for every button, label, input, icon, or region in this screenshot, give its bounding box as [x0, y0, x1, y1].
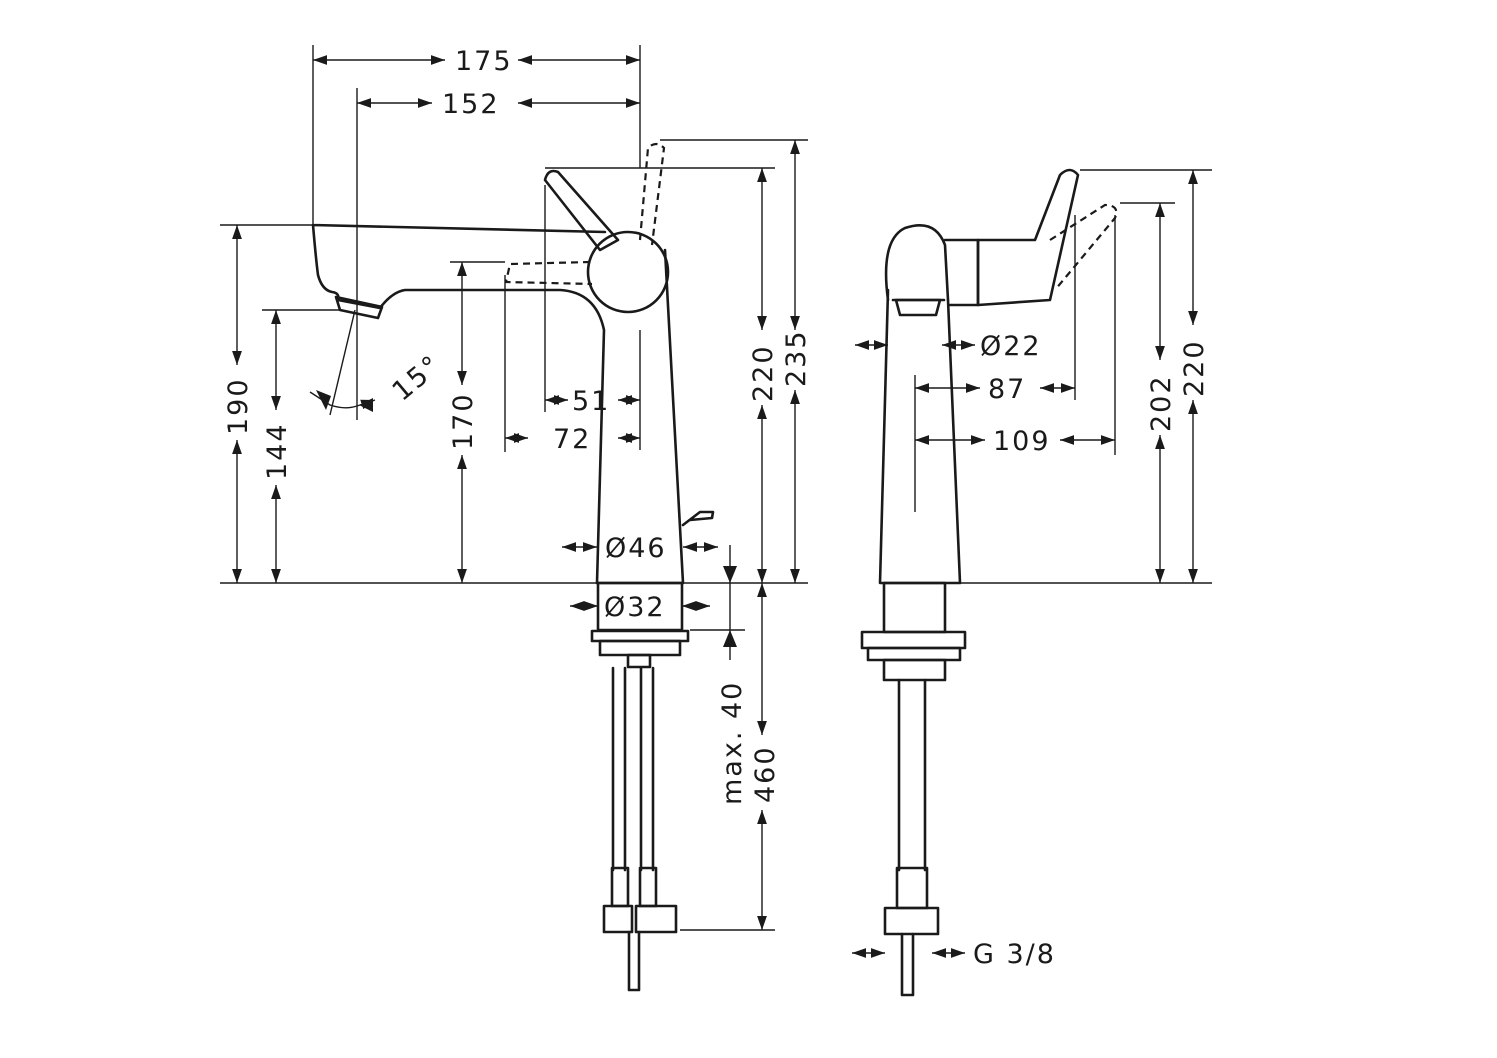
dim-diameter-22: Ø22	[980, 331, 1042, 362]
dim-angle-15: 15°	[387, 349, 448, 407]
aerator	[334, 295, 384, 320]
mounting-nut	[598, 639, 682, 657]
handle-hub	[586, 230, 670, 314]
dim-51: 51	[572, 386, 610, 417]
front-washer	[860, 630, 967, 650]
lever-alt-position	[504, 260, 593, 286]
front-aerator	[894, 298, 942, 317]
dim-175: 175	[455, 46, 513, 77]
front-supply-pipe	[900, 932, 915, 997]
dim-152: 152	[442, 89, 500, 120]
dim-220-front: 220	[1179, 339, 1210, 397]
dim-diameter-32: Ø32	[604, 592, 666, 623]
hose-2	[639, 666, 655, 872]
front-handle	[976, 168, 1080, 307]
dim-72: 72	[553, 424, 591, 455]
dim-87: 87	[988, 374, 1026, 405]
pop-up-rod	[681, 510, 715, 527]
front-hose-nut	[883, 906, 940, 936]
dim-460: 460	[750, 745, 781, 803]
washer	[590, 629, 690, 643]
front-lever-alt	[1049, 203, 1118, 291]
dim-thread-g38: G 3/8	[973, 939, 1056, 970]
front-spout-head	[884, 224, 950, 302]
front-shank	[882, 581, 947, 634]
dim-190: 190	[223, 377, 254, 435]
lever	[543, 169, 620, 252]
front-body	[878, 288, 962, 585]
side-view: 175 152 190 144 170 15° 51 72 220 235 Ø4…	[220, 45, 812, 992]
hose-1	[611, 666, 627, 872]
dim-220-side: 220	[748, 344, 779, 402]
dim-144: 144	[262, 422, 293, 480]
dim-diameter-46: Ø46	[605, 533, 667, 564]
lever-open-position	[638, 142, 666, 246]
front-view: Ø22 87 109 202 220 G 3/8	[852, 168, 1212, 997]
dim-170: 170	[448, 392, 479, 450]
dim-202: 202	[1146, 374, 1177, 432]
hose-nut-1	[602, 904, 634, 934]
hose-nut-2	[634, 904, 678, 934]
dim-109: 109	[993, 426, 1051, 457]
dim-235: 235	[781, 329, 812, 387]
front-hose	[897, 678, 927, 872]
front-nut	[882, 658, 947, 682]
supply-pipe	[627, 930, 641, 992]
dim-max-40: max. 40	[717, 681, 748, 805]
